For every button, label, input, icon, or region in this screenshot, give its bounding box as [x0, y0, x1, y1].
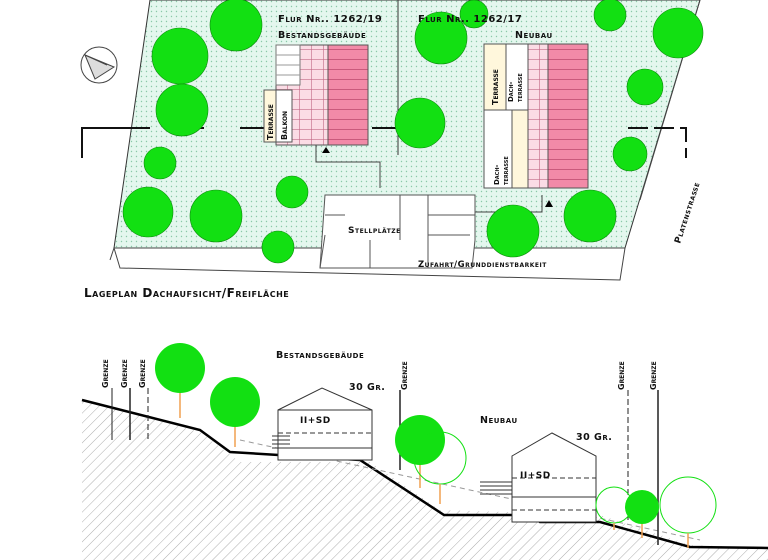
section-existing-label: Bestandsgebäude	[276, 350, 364, 361]
tree	[652, 7, 704, 59]
tree	[210, 377, 260, 427]
tree-outline	[659, 476, 717, 534]
parking-area	[319, 194, 476, 269]
tree	[612, 136, 648, 172]
north-arrow-icon	[80, 46, 118, 84]
access-label: Zufahrt/Grunddienstbarkeit	[418, 260, 547, 270]
street-label: Platenstraße	[673, 181, 702, 245]
parcel-left-label: Flur Nr.. 1262/19	[278, 14, 382, 25]
site-plan: Flur Nr.. 1262/19 Flur Nr.. 1262/17 Best…	[80, 0, 704, 300]
parcel-right-label: Flur Nr.. 1262/17	[418, 14, 522, 25]
tree	[626, 68, 664, 106]
boundary-label-5: Grenze	[617, 361, 626, 390]
boundary-dash-right	[628, 127, 687, 158]
boundary-label-6: Grenze	[649, 361, 658, 390]
tree	[155, 83, 209, 137]
boundary-label-4: Grenze	[400, 361, 409, 390]
parking-label: Stellplätze	[348, 226, 401, 236]
existing-building-section	[272, 387, 373, 461]
roof-pitch-existing: 30 Gr.	[349, 382, 385, 393]
trees-plan	[122, 0, 704, 264]
tree	[563, 189, 617, 243]
storeys-new: II+SD	[520, 471, 551, 481]
roof-terrace-label-2b: terrasse	[502, 156, 510, 185]
tree	[151, 27, 209, 85]
roof-terrace-label-1a: Dach-	[507, 81, 515, 102]
terrace-label-new: Terrasse	[491, 69, 500, 105]
tree	[275, 175, 309, 209]
tree	[122, 186, 174, 238]
tree	[155, 343, 205, 393]
tree	[625, 490, 659, 524]
roof-terrace-label-1b: terrasse	[516, 73, 524, 102]
roof-pitch-new: 30 Gr.	[576, 432, 612, 443]
tree	[459, 0, 489, 29]
tree	[189, 189, 243, 243]
tree	[261, 230, 295, 264]
terrain-line	[81, 398, 768, 550]
tree	[593, 0, 627, 32]
storeys-existing: II+SD	[300, 416, 331, 426]
trees-section	[155, 343, 717, 548]
existing-building-roof	[263, 44, 381, 188]
balcony-label: Balkon	[280, 111, 289, 140]
terrace-label-existing: Terrasse	[266, 104, 275, 140]
roof-terrace-label-2a: Dach-	[493, 164, 501, 185]
tree	[209, 0, 263, 52]
existing-building-label: Bestandsgebäude	[278, 30, 366, 41]
new-building-label: Neubau	[515, 30, 553, 41]
plan-caption: Lageplan Dachaufsicht/Freifläche	[84, 286, 289, 300]
tree	[414, 11, 468, 65]
new-building-roof	[474, 43, 589, 240]
boundary-label-1: Grenze	[101, 359, 110, 388]
section-new-label: Neubau	[480, 415, 518, 426]
boundary-label-3: Grenze	[138, 359, 147, 388]
boundary-label-2: Grenze	[120, 359, 129, 388]
tree	[395, 415, 445, 465]
tree	[486, 204, 540, 258]
tree	[143, 146, 177, 180]
section-drawing: Grenze Grenze Grenze Grenze Grenze Grenz…	[81, 343, 768, 560]
tree	[394, 97, 446, 149]
new-building-section	[480, 432, 597, 523]
